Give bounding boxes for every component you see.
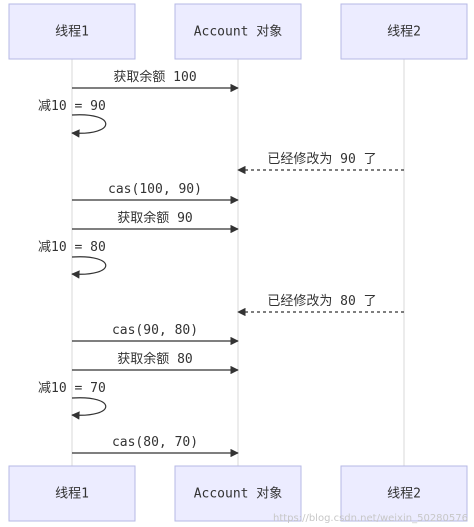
participant-label: 线程1 (55, 487, 89, 502)
message-label: 已经修改为 80 了 (267, 294, 376, 309)
message-get-balance-100: 获取余额 100 (72, 69, 239, 93)
message-modified-90: 已经修改为 90 了 (237, 152, 404, 175)
message-label: cas(100, 90) (108, 182, 202, 197)
messages: 获取余额 100 减10 = 90 已经修改为 90 了 cas(100, 90… (38, 69, 404, 458)
participant-thread1-bottom: 线程1 (8, 465, 136, 522)
participant-label: Account 对象 (194, 25, 283, 40)
message-cas-80-70: cas(80, 70) (72, 435, 239, 458)
participant-account-top: Account 对象 (174, 3, 302, 60)
watermark-text: https://blog.csdn.net/weixin_50280576 (273, 513, 468, 524)
message-label: 已经修改为 90 了 (267, 152, 376, 167)
message-get-balance-80: 获取余额 80 (72, 351, 239, 375)
message-label: 获取余额 80 (117, 351, 192, 367)
self-message-label: 减10 = 90 (38, 99, 106, 114)
self-message-label: 减10 = 70 (38, 381, 106, 396)
lifelines (71, 59, 405, 466)
self-message-label: 减10 = 80 (38, 240, 106, 255)
message-label: 获取余额 90 (117, 210, 192, 226)
participant-label: 线程1 (55, 25, 89, 40)
message-modified-80: 已经修改为 80 了 (237, 294, 404, 317)
message-label: cas(80, 70) (112, 435, 198, 450)
participant-thread1-top: 线程1 (8, 3, 136, 60)
participant-label: 线程2 (387, 25, 421, 40)
participants-bottom: 线程1 Account 对象 线程2 (8, 465, 468, 522)
message-get-balance-90: 获取余额 90 (72, 210, 239, 234)
self-loop-arrow (71, 256, 107, 279)
participant-account-bottom: Account 对象 (174, 465, 302, 522)
message-cas-90-80: cas(90, 80) (72, 323, 239, 346)
self-message-minus10-90: 减10 = 90 (38, 99, 107, 138)
self-message-minus10-70: 减10 = 70 (38, 381, 107, 420)
message-label: 获取余额 100 (113, 69, 196, 85)
message-cas-100-90: cas(100, 90) (72, 182, 239, 205)
participants-top: 线程1 Account 对象 线程2 (8, 3, 468, 60)
participant-thread2-top: 线程2 (340, 3, 468, 60)
self-message-minus10-80: 减10 = 80 (38, 240, 107, 279)
self-loop-arrow (71, 114, 107, 138)
participant-label: 线程2 (387, 487, 421, 502)
self-loop-arrow (71, 397, 107, 420)
participant-label: Account 对象 (194, 487, 283, 502)
participant-thread2-bottom: 线程2 (340, 465, 468, 522)
message-label: cas(90, 80) (112, 323, 198, 338)
